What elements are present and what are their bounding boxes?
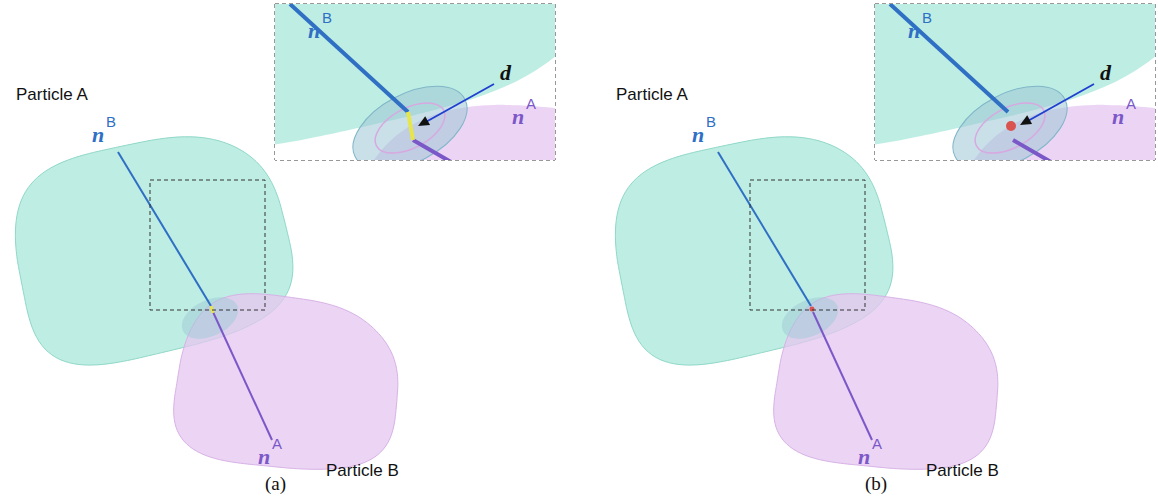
vector-symbol: n <box>258 446 270 468</box>
panel-label: (a) <box>265 474 286 493</box>
inset-normal-a <box>413 140 555 160</box>
overlap-region <box>775 289 845 347</box>
inset-normal-b <box>890 4 1008 112</box>
particle-label: Particle B <box>326 462 399 479</box>
vector-symbol: n <box>512 106 524 128</box>
overlap-region <box>175 289 245 347</box>
vector-superscript: B <box>106 114 116 129</box>
vector-superscript: B <box>322 10 332 25</box>
inset-overlap <box>939 69 1080 160</box>
vector-symbol: d <box>1100 62 1111 84</box>
inset-normal-a <box>1013 140 1155 160</box>
inset-overlap <box>339 69 480 160</box>
vector-superscript: A <box>872 436 882 451</box>
vector-superscript: A <box>526 96 536 111</box>
particle-label: Particle A <box>616 86 688 103</box>
vector-superscript: A <box>1126 96 1136 111</box>
leader-arrowhead <box>1020 115 1032 125</box>
normal-a-line <box>813 312 872 440</box>
vector-superscript: B <box>922 10 932 25</box>
vector-symbol: n <box>908 20 920 42</box>
particle-label: Particle A <box>16 86 88 103</box>
zoom-region-box <box>750 180 865 310</box>
leader-line <box>1026 84 1094 122</box>
particle-label: Particle B <box>926 462 999 479</box>
inset-contour <box>967 93 1053 160</box>
inset-contact-dot <box>1006 121 1016 131</box>
vector-symbol: n <box>858 446 870 468</box>
inset-normal-b <box>290 4 408 112</box>
vector-symbol: d <box>500 62 511 84</box>
vector-symbol: n <box>308 20 320 42</box>
normal-b-line <box>718 152 811 306</box>
inset-contour <box>367 93 453 160</box>
vector-superscript: A <box>272 436 282 451</box>
zoom-region-box <box>150 180 265 310</box>
contact-dot <box>810 307 815 312</box>
vector-symbol: n <box>1112 106 1124 128</box>
normal-a-line <box>213 312 272 440</box>
vector-superscript: B <box>706 114 716 129</box>
vector-symbol: n <box>692 124 704 146</box>
leader-arrowhead <box>418 116 430 126</box>
inset-particle-a <box>875 4 1155 149</box>
normal-b-line <box>118 152 211 306</box>
panel-label: (b) <box>865 474 887 493</box>
leader-line <box>424 84 494 123</box>
inset-gap-segment <box>408 112 413 140</box>
vector-symbol: n <box>92 124 104 146</box>
